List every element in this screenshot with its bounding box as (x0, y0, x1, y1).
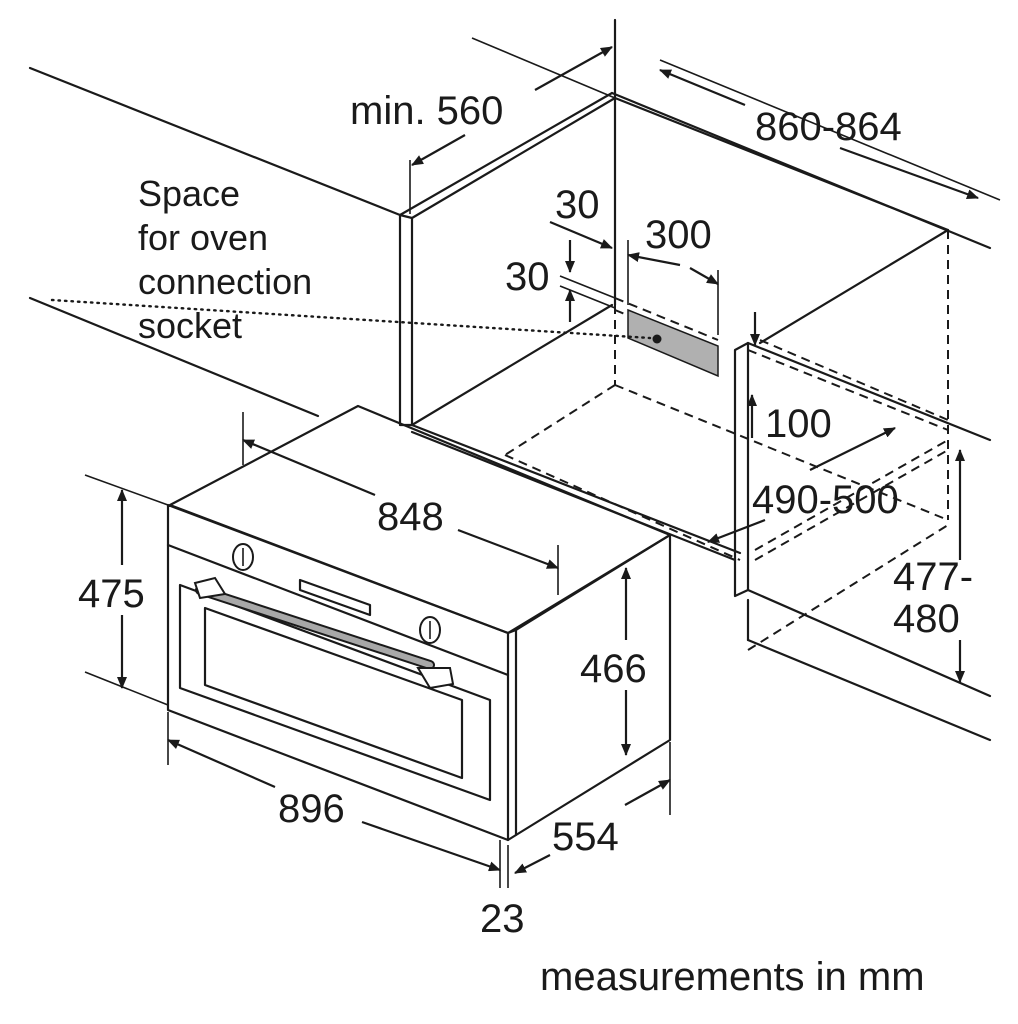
label-477: 477- (893, 555, 973, 599)
label-socket-line1: Space (138, 173, 240, 214)
dimension-arrows (84, 46, 979, 888)
label-490-500: 490-500 (752, 478, 899, 522)
label-socket-line2: for oven (138, 217, 268, 258)
label-min-560: min. 560 (350, 89, 503, 133)
oven-knob-left (232, 543, 254, 571)
label-466: 466 (580, 647, 647, 691)
oven-knob-right (419, 616, 441, 644)
label-480: 480 (893, 597, 960, 641)
label-30-side: 30 (505, 255, 550, 299)
label-300: 300 (645, 213, 712, 257)
label-860-864: 860-864 (755, 105, 902, 149)
oven-body (166, 404, 672, 842)
label-848: 848 (377, 495, 444, 539)
label-475: 475 (78, 572, 145, 616)
label-896: 896 (278, 787, 345, 831)
label-23: 23 (480, 897, 525, 941)
socket-leader-line (50, 298, 652, 340)
oven-connection-socket (627, 308, 719, 378)
label-socket-line4: socket (138, 305, 242, 346)
label-554: 554 (552, 815, 619, 859)
label-30-top: 30 (555, 183, 600, 227)
label-socket-line3: connection (138, 261, 312, 302)
cabinet-niche (28, 18, 1001, 742)
oven-door-handle (193, 576, 455, 690)
label-100: 100 (765, 402, 832, 446)
units-note: measurements in mm (540, 955, 925, 999)
